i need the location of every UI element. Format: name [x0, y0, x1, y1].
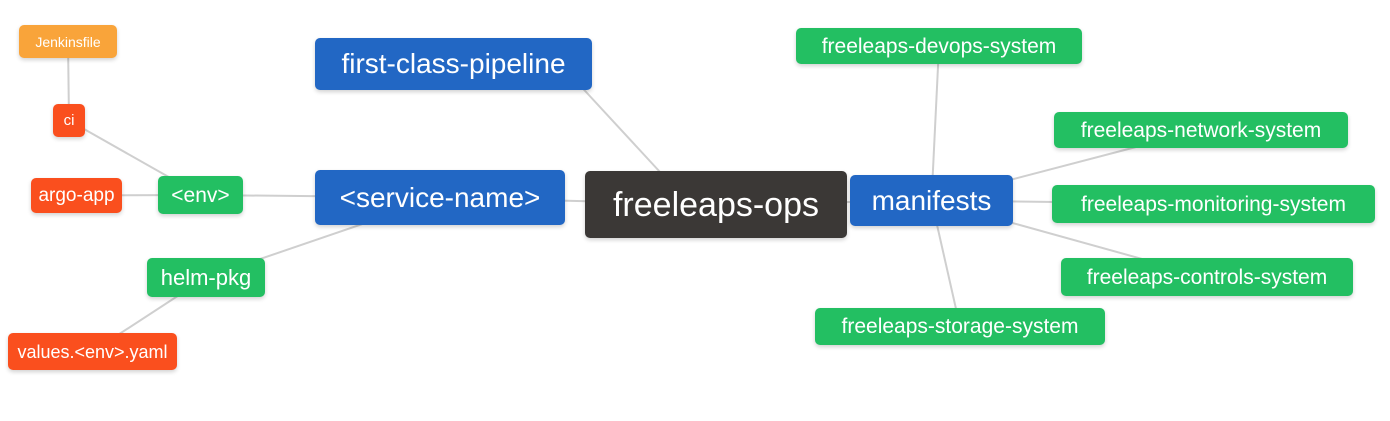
node-label: freeleaps-network-system	[1080, 118, 1322, 142]
node-label: freeleaps-devops-system	[821, 34, 1057, 58]
node-label: <env>	[171, 183, 230, 207]
node-devops-system[interactable]: freeleaps-devops-system	[796, 28, 1082, 64]
node-helm-pkg[interactable]: helm-pkg	[147, 258, 265, 297]
node-label: values.<env>.yaml	[17, 341, 168, 362]
node-jenkinsfile[interactable]: Jenkinsfile	[19, 25, 117, 58]
node-label: manifests	[871, 184, 992, 216]
node-label: <service-name>	[339, 181, 541, 213]
node-ci[interactable]: ci	[53, 104, 85, 137]
node-values-env-yaml[interactable]: values.<env>.yaml	[8, 333, 177, 370]
node-monitoring-system[interactable]: freeleaps-monitoring-system	[1052, 185, 1375, 223]
node-first-class-pipeline[interactable]: first-class-pipeline	[315, 38, 592, 90]
node-argo-app[interactable]: argo-app	[31, 178, 122, 213]
node-controls-system[interactable]: freeleaps-controls-system	[1061, 258, 1353, 296]
node-label: freeleaps-controls-system	[1086, 265, 1328, 289]
node-label: freeleaps-monitoring-system	[1081, 192, 1346, 216]
node-label: first-class-pipeline	[341, 48, 566, 79]
node-label: argo-app	[38, 185, 115, 206]
node-env[interactable]: <env>	[158, 176, 243, 214]
node-manifests[interactable]: manifests	[850, 175, 1013, 226]
node-freeleaps-ops[interactable]: freeleaps-ops	[585, 171, 847, 238]
node-storage-system[interactable]: freeleaps-storage-system	[815, 308, 1105, 345]
node-label: helm-pkg	[160, 264, 252, 290]
node-label: Jenkinsfile	[35, 33, 101, 50]
edge-first-class-pipeline-freeleaps-ops	[574, 79, 673, 186]
edge-manifests-devops-system	[930, 45, 940, 201]
node-service-name[interactable]: <service-name>	[315, 170, 565, 225]
node-label: ci	[63, 112, 75, 129]
node-label: freeleaps-ops	[612, 185, 819, 224]
node-network-system[interactable]: freeleaps-network-system	[1054, 112, 1348, 148]
node-label: freeleaps-storage-system	[841, 315, 1079, 338]
